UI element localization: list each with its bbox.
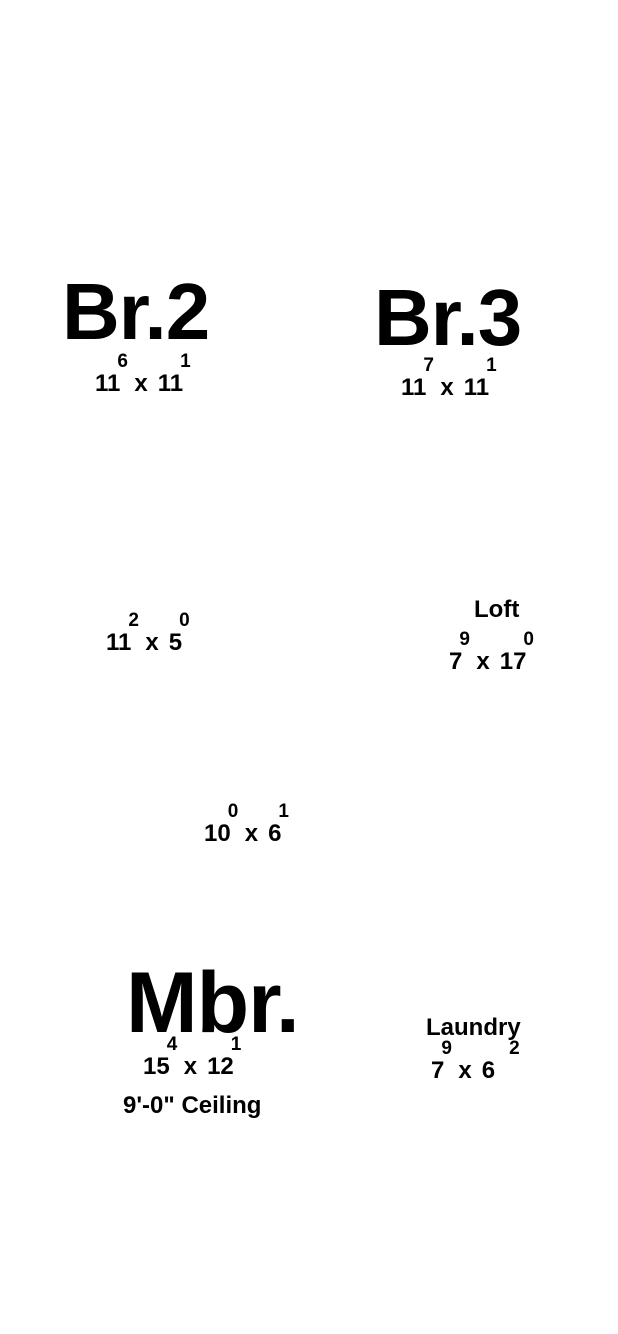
room-name-mbr: Mbr.: [126, 955, 300, 1051]
width-inches: 4: [166, 1034, 178, 1055]
width-inches: 9: [459, 629, 470, 650]
ceiling-height-mbr: 9'-0" Ceiling: [123, 1092, 262, 1119]
length-inches: 1: [486, 355, 497, 376]
length-inches: 2: [509, 1038, 520, 1059]
dimension-separator: x: [134, 370, 148, 397]
width-inches: 6: [117, 351, 128, 372]
room-name-laundry: Laundry: [426, 1014, 521, 1041]
width-inches: 9: [441, 1038, 452, 1059]
width-inches: 7: [423, 355, 434, 376]
width-inches: 2: [128, 610, 139, 631]
length-inches: 1: [278, 801, 289, 822]
length-inches: 0: [179, 610, 190, 631]
width-inches: 0: [227, 801, 239, 822]
room-name-br2: Br.2: [62, 267, 210, 356]
dimension-separator: x: [458, 1057, 472, 1084]
room-name-br3: Br.3: [374, 273, 522, 362]
room-name-loft: Loft: [474, 596, 520, 623]
dimension-separator: x: [145, 629, 159, 656]
dimension-separator: x: [244, 820, 259, 847]
length-inches: 1: [230, 1034, 242, 1055]
length-inches: 0: [523, 629, 534, 650]
dimension-separator: x: [476, 648, 490, 675]
dimension-separator: x: [440, 374, 454, 401]
dimension-separator: x: [183, 1053, 198, 1080]
length-inches: 1: [180, 351, 191, 372]
